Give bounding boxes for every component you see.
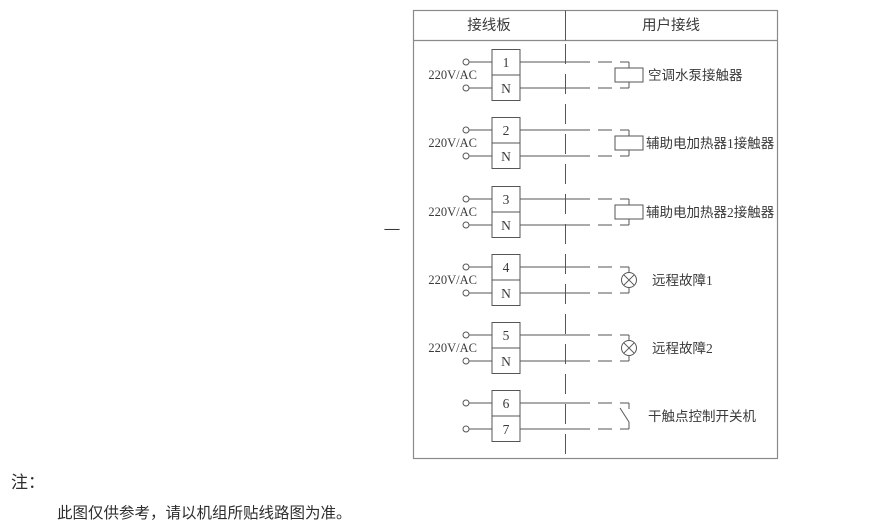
terminal-node <box>462 263 470 271</box>
terminal-node <box>462 221 470 229</box>
contactor-coil-symbol <box>614 204 644 220</box>
diagram-border <box>412 9 779 460</box>
note-title: 注： <box>11 473 45 492</box>
voltage-label: 220V/AC <box>428 273 477 287</box>
terminal-node <box>462 331 470 339</box>
terminal-number: 4 <box>503 260 510 275</box>
terminal-node <box>462 58 470 66</box>
row-terminal-2: 220V/AC 2 N 辅助电加热器1接触器 <box>428 117 775 169</box>
terminal-number: 6 <box>503 396 510 411</box>
device-label: 远程故障1 <box>652 273 713 288</box>
header-user-wiring: 用户接线 <box>642 17 700 34</box>
terminal-number: 3 <box>503 192 510 207</box>
terminal-node <box>462 152 470 160</box>
terminal-number: 7 <box>503 422 510 437</box>
row-terminal-5: 220V/AC 5 N 远程故障2 <box>428 322 713 374</box>
terminal-node <box>462 84 470 92</box>
row-terminal-3: 220V/AC 3 N 辅助电加热器2接触器 <box>428 186 775 238</box>
voltage-label: 220V/AC <box>428 68 477 82</box>
lamp-symbol <box>621 340 637 356</box>
terminal-node <box>462 425 470 433</box>
row-terminal-1: 220V/AC 1 N 空调水泵接触器 <box>428 49 743 101</box>
note-body: 此图仅供参考，请以机组所贴线路图为准。 <box>57 505 352 522</box>
terminal-number: N <box>501 286 511 301</box>
terminal-number: N <box>501 218 511 233</box>
terminal-node <box>462 126 470 134</box>
device-label: 辅助电加热器1接触器 <box>646 135 775 151</box>
terminal-number: 1 <box>503 55 510 70</box>
terminal-node <box>462 357 470 365</box>
device-label: 干触点控制开关机 <box>648 409 756 424</box>
header-terminal-board: 接线板 <box>467 16 511 34</box>
terminal-number: 5 <box>503 328 510 343</box>
device-label: 空调水泵接触器 <box>648 67 743 83</box>
contactor-coil-symbol <box>614 135 644 151</box>
device-label: 远程故障2 <box>652 341 713 356</box>
voltage-label: 220V/AC <box>428 341 477 355</box>
terminal-number: 2 <box>503 123 510 138</box>
device-label: 辅助电加热器2接触器 <box>646 204 775 220</box>
terminal-node <box>462 195 470 203</box>
terminal-number: N <box>501 354 511 369</box>
lamp-symbol <box>621 272 637 288</box>
terminal-node <box>462 399 470 407</box>
terminal-number: N <box>501 81 511 96</box>
contactor-coil-symbol <box>614 67 644 83</box>
switch-blade <box>619 407 630 423</box>
dry-contact-switch-symbol <box>619 403 630 429</box>
terminal-node <box>462 289 470 297</box>
voltage-label: 220V/AC <box>428 205 477 219</box>
margin-dash: — <box>384 221 401 237</box>
terminal-number: N <box>501 149 511 164</box>
row-terminal-6: 6 7 干触点控制开关机 <box>462 390 756 442</box>
row-terminal-4: 220V/AC 4 N 远程故障1 <box>428 254 713 306</box>
voltage-label: 220V/AC <box>428 136 477 150</box>
